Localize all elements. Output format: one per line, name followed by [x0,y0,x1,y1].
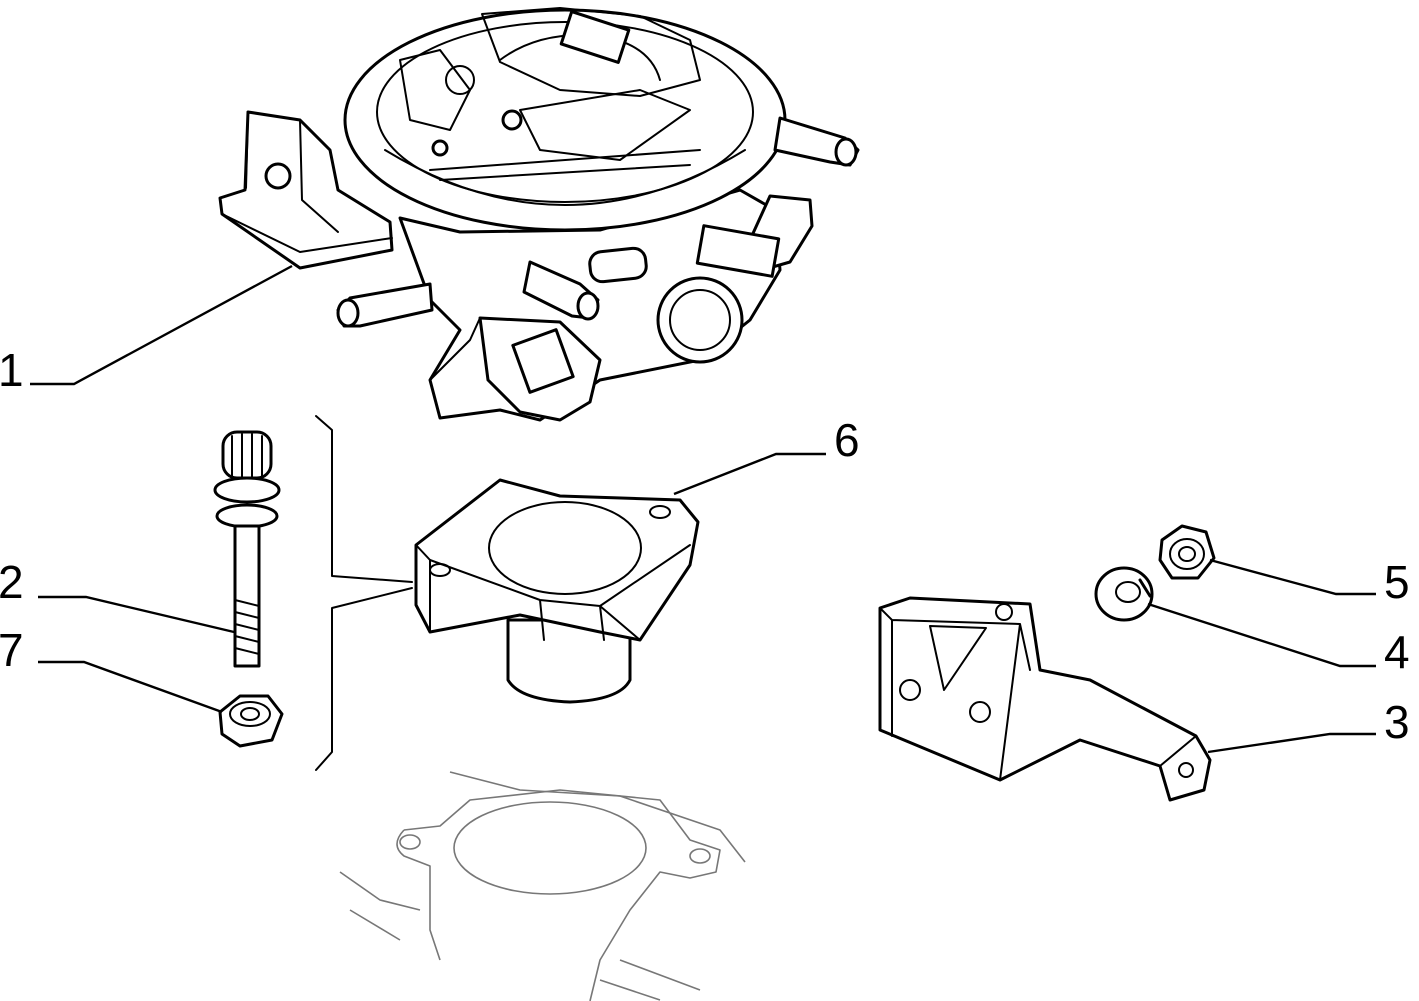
leader-2 [38,595,235,634]
callout-6: 6 [834,414,860,466]
callout-labels: 1 2 7 6 5 4 3 [0,344,1410,748]
part-1-carburettor [218,7,860,422]
leader-1 [30,264,293,386]
leader-7 [38,660,223,714]
part-4-lock-washer [1094,566,1154,622]
assembly-bracket [315,415,413,771]
callout-7: 7 [0,624,24,676]
leader-lines [30,264,1376,754]
manifold-context-ghost [339,771,746,1001]
leader-3 [1207,732,1376,754]
leader-5 [1209,558,1376,596]
callout-1: 1 [0,344,24,396]
callout-5: 5 [1384,556,1410,608]
part-2-stud-bolt [213,430,281,668]
leader-6 [673,452,826,496]
part-6-spacer-flange [414,478,700,704]
part-5-hex-nut [1158,524,1216,580]
callout-4: 4 [1384,626,1410,678]
leader-4 [1147,602,1376,668]
part-7-hex-nut [218,694,284,748]
part-3-support-bracket [878,596,1212,802]
callout-3: 3 [1384,696,1410,748]
callout-2: 2 [0,556,24,608]
